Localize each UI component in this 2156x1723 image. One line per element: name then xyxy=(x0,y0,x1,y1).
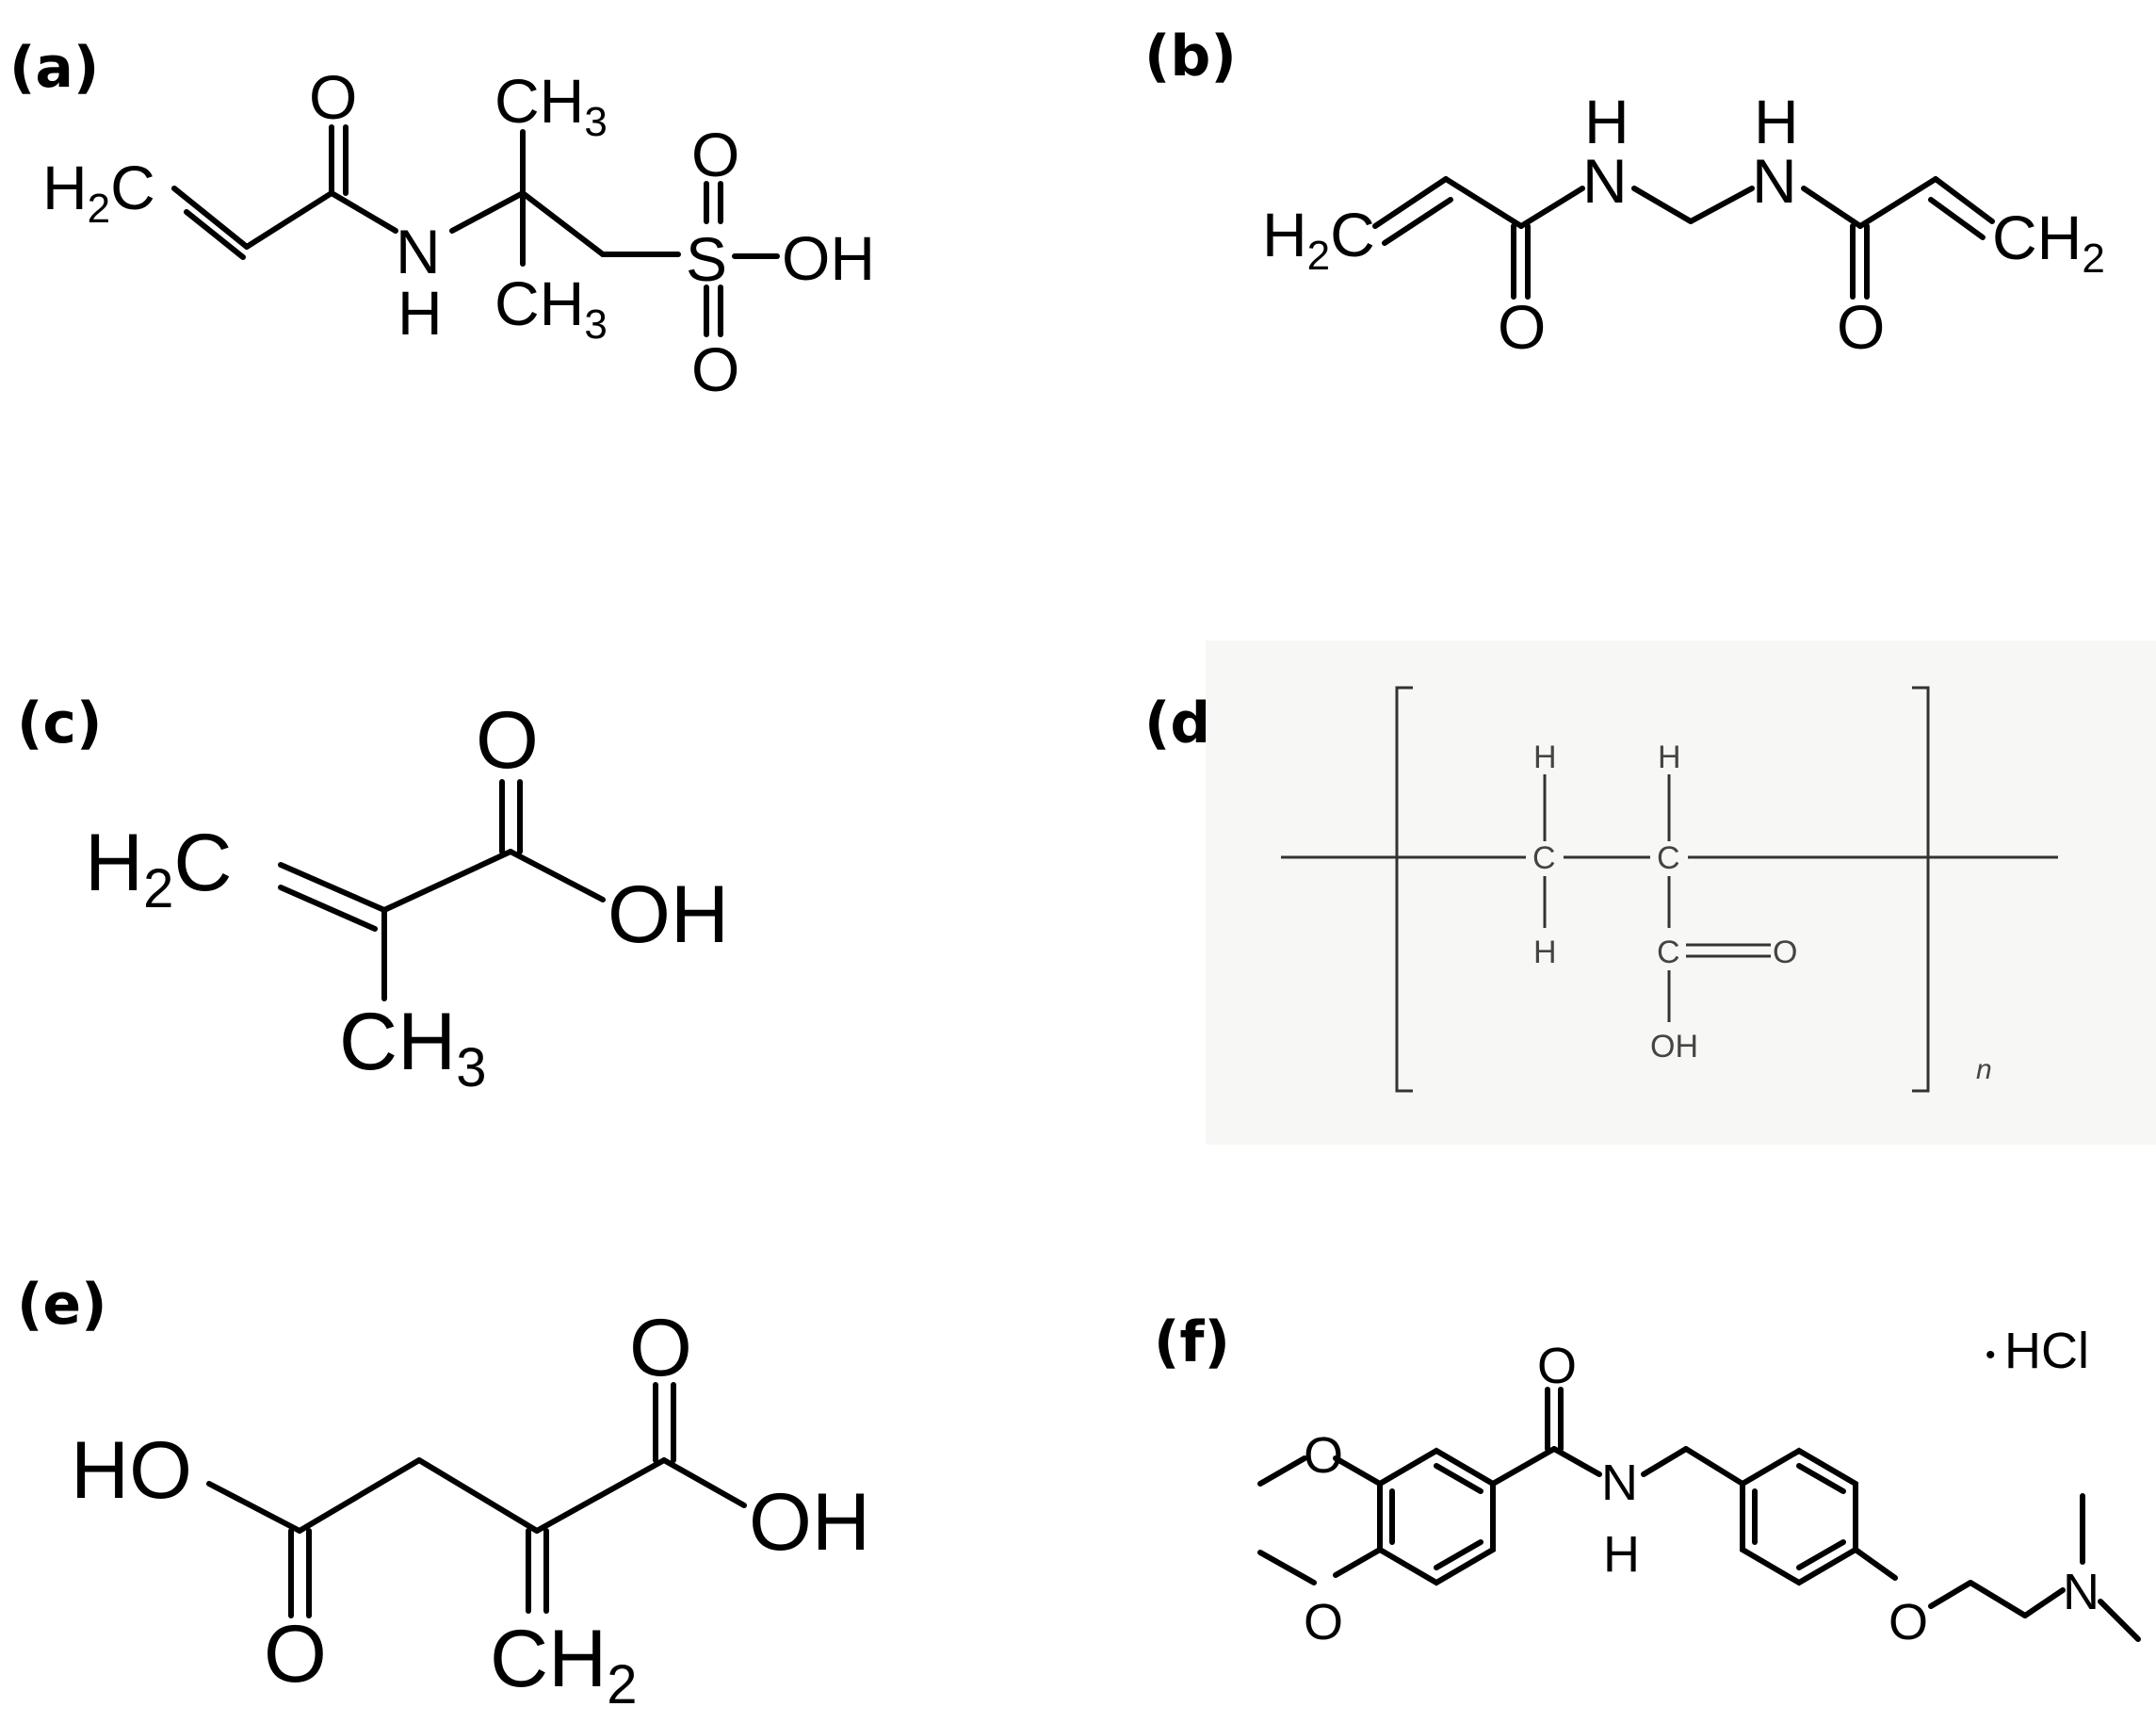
atom-o-ether: O xyxy=(1889,1594,1928,1650)
panel-label-a: (a) xyxy=(9,35,99,101)
structure-d: H H C C H C O OH n xyxy=(1206,641,2156,1145)
structure-b: H2C O N H N H O CH2 xyxy=(1262,87,2105,362)
atom-o-bottom: O xyxy=(264,1609,327,1699)
atom-o-bottom: O xyxy=(691,334,739,404)
atom-o-left: O xyxy=(1498,292,1546,362)
atom-nh-h: H xyxy=(1603,1526,1640,1583)
atom-s: S xyxy=(686,224,727,294)
atom-o-top: O xyxy=(691,120,739,189)
hcl-dot: • xyxy=(1986,1340,1996,1371)
structure-a: H2C O N H CH3 CH3 S O O OH xyxy=(42,62,875,404)
atom-h: H xyxy=(397,278,443,348)
atom-h-right: H xyxy=(1754,87,1799,156)
hcl-label: HCl xyxy=(2004,1323,2089,1379)
atom-h-left: H xyxy=(1584,87,1629,156)
atom-o-top: O xyxy=(629,1303,692,1393)
atom-h3: H xyxy=(1533,935,1557,970)
atom-ch2: CH2 xyxy=(490,1614,637,1715)
atom-h2c: H2C xyxy=(42,153,155,232)
atom-n-amine: N xyxy=(2063,1564,2099,1620)
atom-h2c: H2C xyxy=(1262,200,1375,279)
atom-n-right: N xyxy=(1752,146,1797,216)
atom-c1: C xyxy=(1532,840,1556,876)
atom-h2: H xyxy=(1658,740,1681,775)
atom-o-top: O xyxy=(1537,1338,1577,1394)
structure-f: • HCl O O O N H O N xyxy=(1257,1323,2141,1650)
atom-c2: C xyxy=(1657,840,1680,876)
atom-ho: HO xyxy=(71,1425,192,1516)
atom-ch2: CH2 xyxy=(1992,203,2105,282)
atom-ch3-top: CH3 xyxy=(494,66,608,145)
atom-n-left: N xyxy=(1582,146,1628,216)
atom-o-right: O xyxy=(1837,292,1885,362)
panel-label-f: (f) xyxy=(1154,1309,1230,1375)
structure-e: HO O CH2 O OH xyxy=(71,1303,870,1715)
atom-o: O xyxy=(1773,935,1797,970)
panel-label-c: (c) xyxy=(17,691,102,756)
atom-o: O xyxy=(476,695,539,786)
atom-oh: OH xyxy=(749,1477,870,1568)
atom-o: O xyxy=(309,62,357,132)
repeat-n: n xyxy=(1976,1054,1992,1085)
atom-n: N xyxy=(396,217,441,286)
atom-c3: C xyxy=(1657,935,1680,970)
atom-ch3-bottom: CH3 xyxy=(494,268,608,348)
atom-o1: O xyxy=(1304,1427,1343,1484)
atom-h1: H xyxy=(1533,740,1557,775)
atom-nh-n: N xyxy=(1601,1455,1638,1511)
atom-oh: OH xyxy=(608,870,729,960)
panel-label-b: (b) xyxy=(1144,24,1237,89)
atom-oh: OH xyxy=(782,223,875,293)
atom-oh: OH xyxy=(1650,1029,1698,1065)
structure-c: O H2C OH CH3 xyxy=(85,695,729,1098)
atom-h2c: H2C xyxy=(85,818,232,919)
panel-label-e: (e) xyxy=(17,1272,107,1338)
atom-o2: O xyxy=(1304,1594,1343,1650)
atom-ch3: CH3 xyxy=(339,997,486,1098)
